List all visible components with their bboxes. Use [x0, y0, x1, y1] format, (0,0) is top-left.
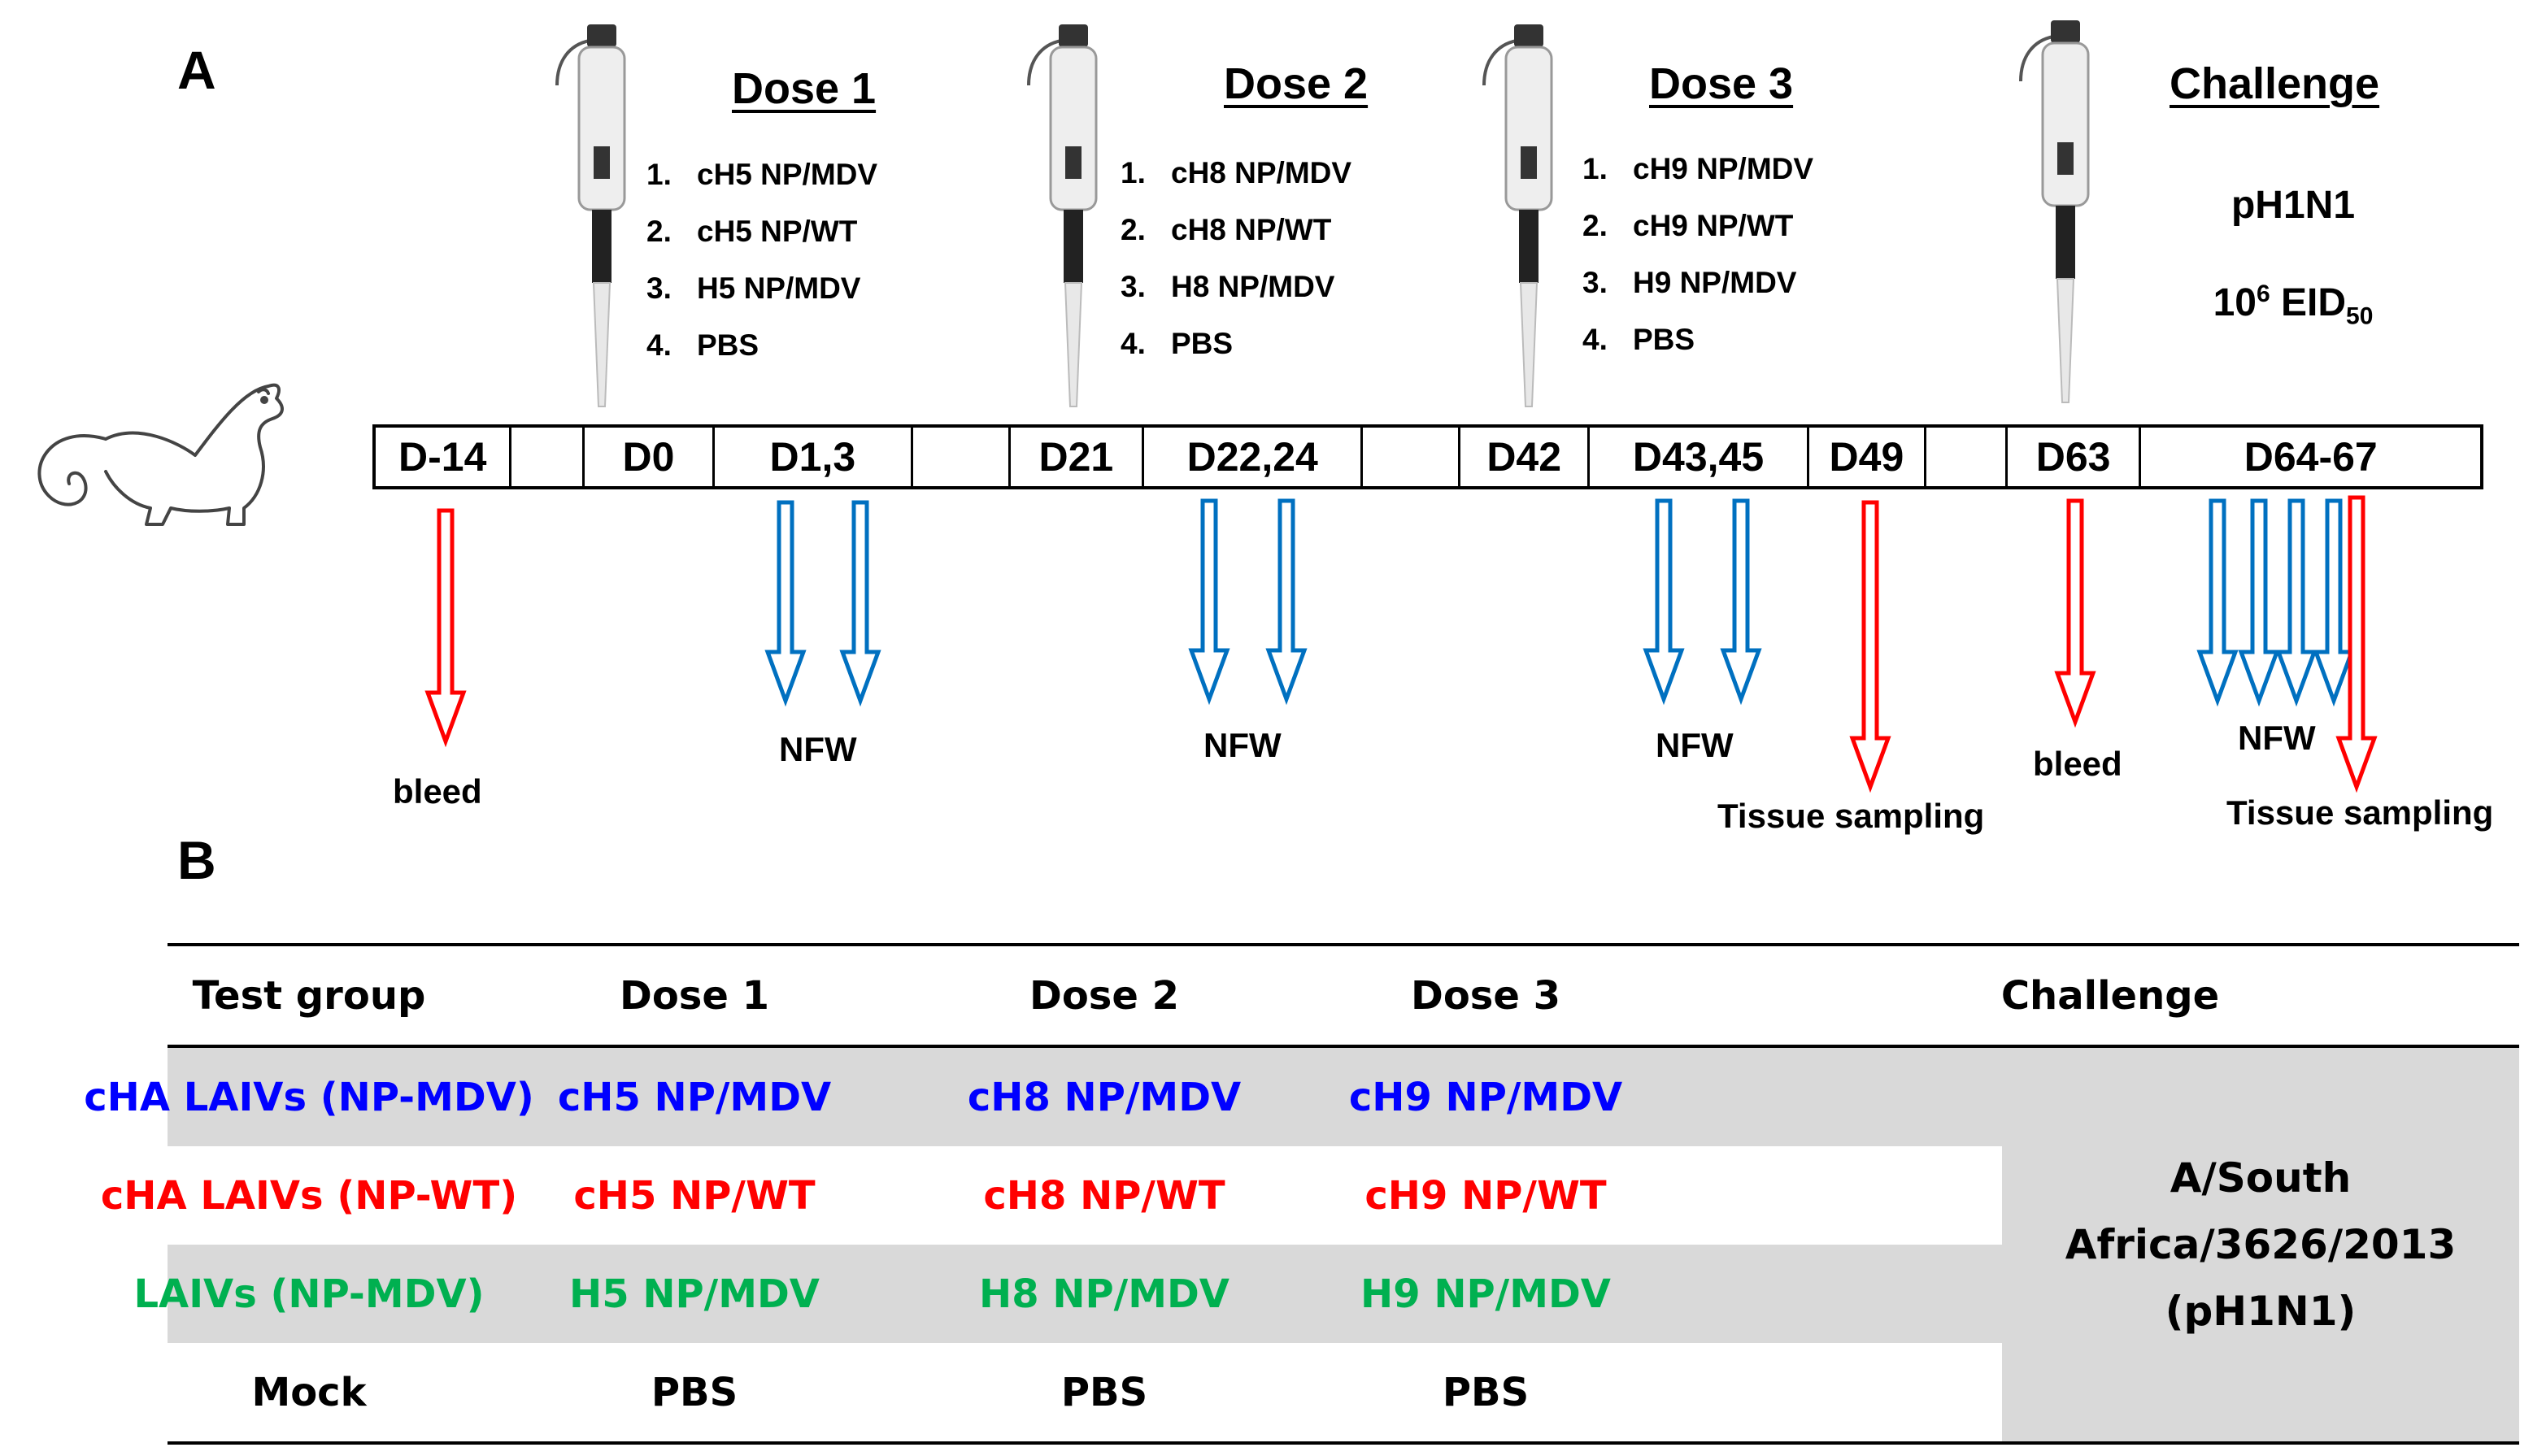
nfw-label-4: NFW [2238, 719, 2316, 757]
table-row: Mock PBS PBS PBS [168, 1343, 2002, 1441]
pipette-icon-dose2 [1027, 24, 1098, 407]
pipette-icon-challenge [2019, 20, 2090, 403]
pipette-icon-dose3 [1482, 24, 1553, 407]
challenge-line: Africa/3626/2013 [2065, 1221, 2457, 1268]
timeline-day-cell: D42 [1460, 428, 1591, 486]
nfw-arrow [2196, 498, 2239, 707]
nfw-arrow [764, 500, 807, 707]
header-test-group: Test group [192, 972, 426, 1019]
tissue-sampling-label-2: Tissue sampling [2226, 793, 2494, 832]
header-dose2: Dose 2 [1029, 972, 1180, 1019]
table-row: cHA LAIVs (NP-WT) cH5 NP/WT cH8 NP/WT cH… [100, 1146, 2002, 1245]
row-group: LAIVs (NP-MDV) [133, 1271, 485, 1317]
dose1-item: 2.cH5 NP/WT [646, 215, 858, 248]
dose1-item: 3.H5 NP/MDV [646, 272, 861, 305]
row-group: cHA LAIVs (NP-WT) [100, 1172, 518, 1219]
row-dose2: PBS [1060, 1369, 1148, 1415]
row-dose2: H8 NP/MDV [979, 1271, 1230, 1317]
row-dose2: cH8 NP/WT [983, 1172, 1225, 1219]
dose3-item: 1.cH9 NP/MDV [1582, 152, 1814, 185]
row-group: cHA LAIVs (NP-MDV) [84, 1074, 534, 1120]
dose1-list: 1.cH5 NP/MDV 2.cH5 NP/WT 3.H5 NP/MDV 4.P… [646, 146, 877, 374]
row-group: Mock [251, 1369, 367, 1415]
row-dose3: cH9 NP/MDV [1348, 1074, 1623, 1120]
dose2-item: 1.cH8 NP/MDV [1121, 156, 1352, 189]
row-dose1: H5 NP/MDV [569, 1271, 820, 1317]
timeline-day-cell: D49 [1809, 428, 1927, 486]
row-dose1: cH5 NP/MDV [557, 1074, 832, 1120]
dose1-title: Dose 1 [732, 64, 877, 113]
nfw-label-3: NFW [1656, 726, 1734, 764]
nfw-arrow [1643, 498, 1685, 706]
timeline-spacer-cell [913, 428, 1011, 486]
row-dose2: cH8 NP/MDV [967, 1074, 1242, 1120]
table-row: LAIVs (NP-MDV) H5 NP/MDV H8 NP/MDV H9 NP… [133, 1245, 2002, 1343]
bleed-arrow [424, 508, 467, 748]
table-header-row: Test group Dose 1 Dose 2 Dose 3 Challeng… [168, 946, 2519, 1045]
nfw-label-1: NFW [779, 730, 857, 768]
tissue-sampling-arrow [1849, 500, 1891, 793]
dose2-item: 2.cH8 NP/WT [1121, 213, 1332, 246]
challenge-title: Challenge [2170, 59, 2380, 108]
timeline-spacer-cell [511, 428, 585, 486]
dose2-title: Dose 2 [1224, 59, 1369, 108]
dose1-item: 4.PBS [646, 328, 759, 362]
tissue-sampling-arrow [2335, 495, 2378, 793]
row-dose3: H9 NP/MDV [1360, 1271, 1611, 1317]
row-dose1: cH5 NP/WT [573, 1172, 816, 1219]
challenge-line: (pH1N1) [2165, 1288, 2357, 1335]
nfw-arrow [1720, 498, 1762, 706]
timeline-day-cell: D64-67 [2244, 434, 2378, 480]
timeline-spacer-cell [1363, 428, 1460, 486]
dose1-item: 1.cH5 NP/MDV [646, 158, 878, 191]
nfw-arrow [839, 500, 881, 707]
dose2-item: 4.PBS [1121, 327, 1234, 360]
row-dose3: PBS [1442, 1369, 1530, 1415]
pipette-icon-dose1 [555, 24, 626, 407]
bleed-label-1: bleed [393, 772, 482, 811]
timeline-day-cell: D-14 [376, 428, 512, 486]
nfw-arrow [1188, 498, 1230, 706]
tissue-sampling-label-1: Tissue sampling [1717, 797, 1985, 835]
row-dose3: cH9 NP/WT [1364, 1172, 1607, 1219]
challenge-virus: pH1N1 [2231, 184, 2356, 227]
dose3-title: Dose 3 [1649, 59, 1794, 108]
header-challenge: Challenge [2000, 972, 2220, 1019]
nfw-label-2: NFW [1203, 726, 1282, 764]
header-dose3: Dose 3 [1410, 972, 1561, 1019]
panel-b-label: B [177, 830, 216, 890]
dose2-item: 3.H8 NP/MDV [1121, 270, 1335, 303]
nfw-arrow [2238, 498, 2280, 707]
header-dose1: Dose 1 [619, 972, 770, 1019]
timeline-day-cell: D63 [2008, 428, 2142, 486]
timeline-day-cell: D1,3 [715, 428, 913, 486]
dose3-item: 3.H9 NP/MDV [1582, 266, 1797, 299]
timeline-day-cell: D21 [1011, 428, 1145, 486]
table-body: cHA LAIVs (NP-MDV) cH5 NP/MDV cH8 NP/MDV… [84, 1048, 2519, 1441]
challenge-cell: A/South Africa/3626/2013 (pH1N1) [2002, 1048, 2519, 1441]
dose2-list: 1.cH8 NP/MDV 2.cH8 NP/WT 3.H8 NP/MDV 4.P… [1121, 145, 1351, 372]
nfw-arrow [2313, 498, 2355, 707]
timeline-day-cell: D22,24 [1144, 428, 1364, 486]
groups-table: Test group Dose 1 Dose 2 Dose 3 Challeng… [84, 943, 2519, 1445]
dose3-item: 4.PBS [1582, 323, 1695, 356]
bleed-label-2: bleed [2033, 745, 2122, 783]
challenge-line: A/South [2170, 1154, 2352, 1202]
ferret-icon [37, 383, 284, 526]
panel-a-label: A [177, 40, 216, 100]
challenge-dose: 106 EID50 [2213, 280, 2374, 330]
bleed-arrow [2054, 498, 2096, 728]
timeline-day-cell: D43,45 [1590, 428, 1809, 486]
dose3-list: 1.cH9 NP/MDV 2.cH9 NP/WT 3.H9 NP/MDV 4.P… [1582, 141, 1813, 368]
timeline-spacer-cell [1926, 428, 2008, 486]
timeline-day-cell: D0 [585, 428, 715, 486]
nfw-arrow [2275, 498, 2318, 707]
nfw-arrow [1265, 498, 1308, 706]
dose3-item: 2.cH9 NP/WT [1582, 209, 1794, 242]
row-dose1: PBS [651, 1369, 738, 1415]
table-row: cHA LAIVs (NP-MDV) cH5 NP/MDV cH8 NP/MDV… [84, 1048, 2002, 1146]
